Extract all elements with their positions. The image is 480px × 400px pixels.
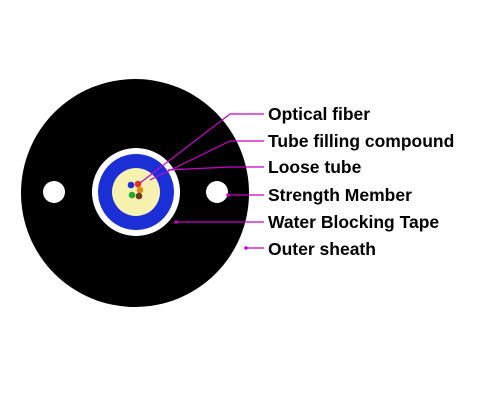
label-optical-fiber: Optical fiber bbox=[268, 104, 370, 124]
label-tube-filling-compound: Tube filling compound bbox=[268, 131, 454, 151]
leader-loose-tube bbox=[167, 166, 264, 171]
leader-tube-filling-compound bbox=[149, 140, 264, 181]
leader-optical-fiber bbox=[139, 113, 264, 184]
label-strength-member: Strength Member bbox=[268, 185, 412, 205]
optical-fiber-3 bbox=[136, 186, 144, 194]
leader-end-dots bbox=[174, 193, 248, 250]
optical-fiber-4 bbox=[128, 191, 136, 199]
label-loose-tube: Loose tube bbox=[268, 157, 362, 177]
label-water-blocking-tape: Water Blocking Tape bbox=[268, 212, 439, 232]
tube-filling-compound bbox=[112, 168, 160, 216]
optical-fiber-5 bbox=[135, 192, 143, 200]
label-outer-sheath: Outer sheath bbox=[268, 239, 376, 259]
optical-fibers bbox=[127, 180, 144, 200]
leader-lines bbox=[139, 113, 264, 249]
optical-fiber-2 bbox=[134, 180, 142, 188]
strength-member-right bbox=[206, 181, 228, 203]
optical-fiber-1 bbox=[127, 181, 135, 189]
strength-member-left bbox=[43, 181, 65, 203]
